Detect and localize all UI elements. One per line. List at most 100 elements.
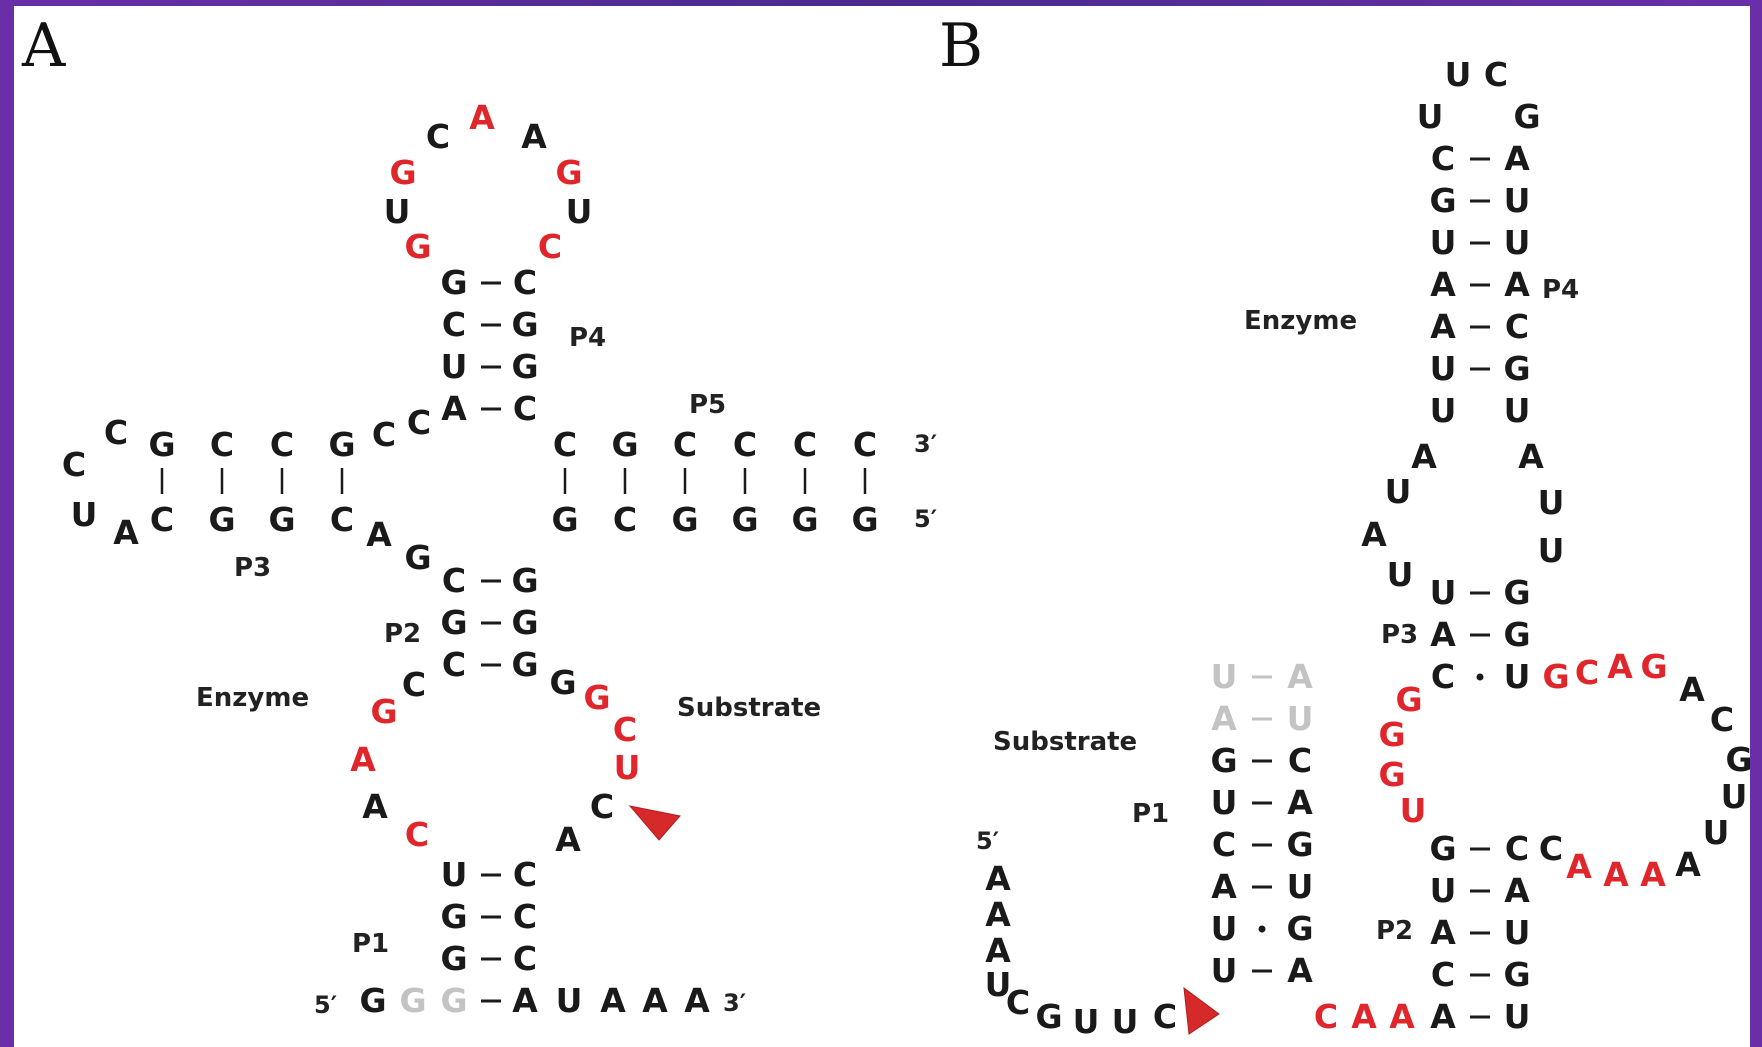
panel-b-pair-dashes [1252, 157, 1490, 1019]
nucleotide: A [1518, 437, 1544, 476]
nucleotide: G [440, 263, 467, 302]
p1-label: P1 [352, 929, 389, 959]
nucleotide: A [1504, 871, 1530, 910]
p3-bottom-5prime-label: 5′ [914, 505, 937, 533]
nucleotide: A [1679, 670, 1705, 709]
nucleotide: A [1504, 265, 1530, 304]
nucleotide: C [513, 389, 537, 428]
nucleotide: G [1210, 741, 1237, 780]
nucleotide: U [1387, 555, 1414, 594]
nucleotide: C [1431, 955, 1455, 994]
nucleotide: U [384, 192, 411, 231]
nucleotide: A [1430, 615, 1456, 654]
nucleotide: A [1287, 657, 1313, 696]
panel-a-pair-bars [160, 468, 867, 494]
nucleotide: C [1314, 997, 1338, 1036]
nucleotide: A [1211, 699, 1237, 738]
nucleotide: C [1212, 825, 1236, 864]
nucleotide: A [512, 981, 538, 1020]
nucleotide: G [148, 425, 175, 464]
nucleotide: U [1504, 181, 1531, 220]
nucleotide: G [1286, 909, 1313, 948]
nucleotide: G [1503, 955, 1530, 994]
cleavage-site-marker-a [628, 805, 681, 841]
p5-label: P5 [689, 390, 726, 420]
nucleotide: G [399, 981, 426, 1020]
nucleotide: C [513, 939, 537, 978]
nucleotide: G [551, 500, 578, 539]
nucleotide: C [513, 897, 537, 936]
nucleotide: U [1400, 791, 1427, 830]
nucleotide: A [113, 513, 139, 552]
nucleotide: A [555, 820, 581, 859]
panel-a-title: A [21, 11, 66, 81]
nucleotide: A [350, 740, 376, 779]
nucleotide: G [1503, 349, 1530, 388]
p1-5prime-label: 5′ [314, 991, 337, 1019]
nucleotide: U [1504, 913, 1531, 952]
nucleotide: C [513, 263, 537, 302]
enzyme-label-b: Enzyme [1244, 306, 1357, 336]
nucleotide: C [1575, 653, 1599, 692]
nucleotide: G [671, 500, 698, 539]
nucleotide: G [511, 305, 538, 344]
nucleotide: A [985, 931, 1011, 970]
p4-label: P4 [569, 323, 606, 353]
nucleotide: A [1430, 265, 1456, 304]
nucleotide: A [1603, 855, 1629, 894]
nucleotide: G [1286, 825, 1313, 864]
nucleotide: G [555, 153, 582, 192]
nucleotide: A [1411, 437, 1437, 476]
nucleotide: U [1073, 1002, 1100, 1041]
nucleotide: U [1538, 531, 1565, 570]
nucleotide: G [1503, 573, 1530, 612]
nucleotide: U [1211, 909, 1238, 948]
nucleotide: U [1385, 472, 1412, 511]
nucleotide: U [614, 748, 641, 787]
nucleotide: C [330, 500, 354, 539]
nucleotide: A [684, 981, 710, 1020]
nucleotide: G [549, 663, 576, 702]
nucleotide: U [1112, 1002, 1139, 1041]
nucleotide: G [268, 500, 295, 539]
nucleotide: G [370, 692, 397, 731]
nucleotide: C [405, 815, 429, 854]
nucleotide: C [538, 227, 562, 266]
p3-label-b: P3 [1381, 620, 1418, 650]
nucleotide: G [583, 678, 610, 717]
nucleotide: U [1538, 483, 1565, 522]
substrate-label-a: Substrate [677, 693, 821, 723]
nucleotide: A [1675, 845, 1701, 884]
substrate-label-b: Substrate [993, 727, 1137, 757]
nucleotide: U [1430, 871, 1457, 910]
nucleotide: A [1430, 997, 1456, 1036]
nucleotide: G [404, 538, 431, 577]
nucleotide: C [442, 561, 466, 600]
nucleotide: U [1211, 951, 1238, 990]
nucleotide: C [513, 855, 537, 894]
nucleotide: A [366, 515, 392, 554]
nucleotide: C [270, 425, 294, 464]
nucleotide: G [359, 981, 386, 1020]
nucleotide: U [1504, 657, 1531, 696]
nucleotide: C [1288, 741, 1312, 780]
nucleotide: C [590, 787, 614, 826]
nucleotide: C [613, 710, 637, 749]
nucleotide: A [521, 117, 547, 156]
nucleotide: A [441, 389, 467, 428]
cleavage-site-marker-b [1183, 986, 1220, 1035]
nucleotide: A [1504, 139, 1530, 178]
nucleotide: U [441, 347, 468, 386]
nucleotide: G [791, 500, 818, 539]
nucleotide: G [1640, 647, 1667, 686]
nucleotide: A [1430, 307, 1456, 346]
nucleotide: U [1430, 573, 1457, 612]
nucleotide: G [511, 561, 538, 600]
nucleotide: C [104, 413, 128, 452]
nucleotide: G [1378, 715, 1405, 754]
